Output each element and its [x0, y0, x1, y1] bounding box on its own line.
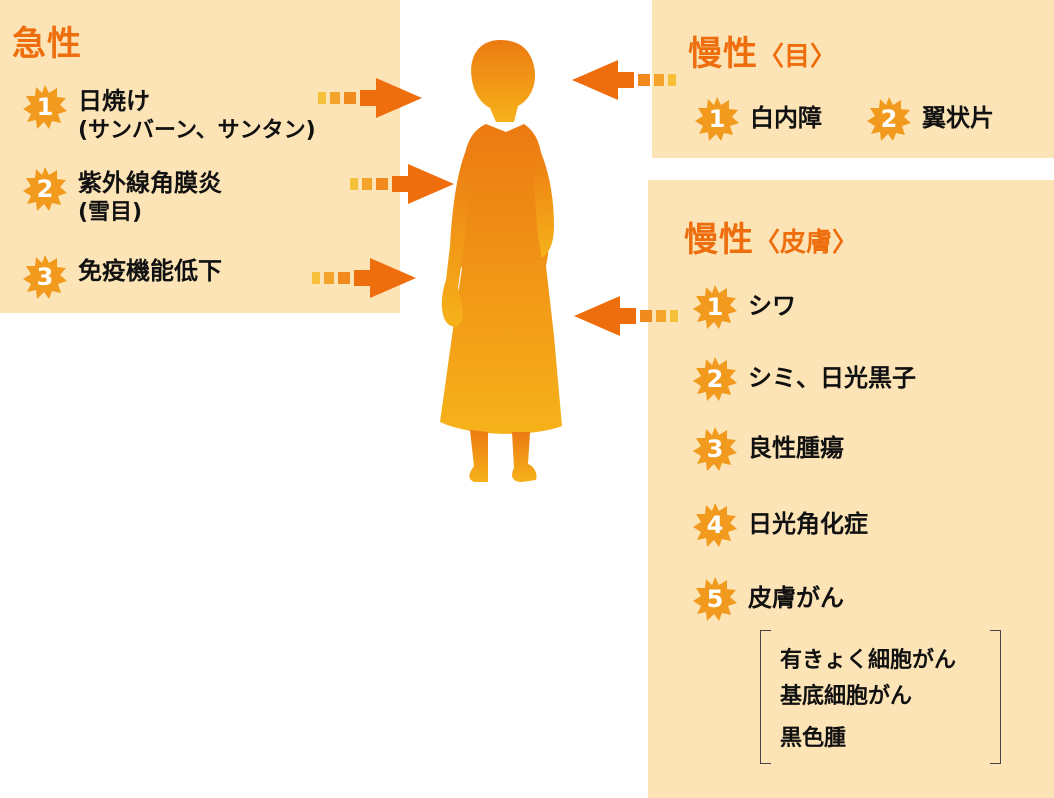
- chronic-skin-item-3-label: 良性腫瘍: [748, 434, 844, 462]
- cancer-item-1: 有きょく細胞がん: [780, 648, 957, 673]
- chronic-skin-item-2-label: シミ、日光黒子: [748, 364, 916, 392]
- chronic-skin-item-1-label: シワ: [748, 292, 796, 320]
- arrow-left-icon: [572, 60, 676, 100]
- skin-cancer-list: 有きょく細胞がん 基底細胞がん 黒色腫: [780, 642, 956, 758]
- acute-item-3: 3 免疫機能低下: [22, 254, 222, 300]
- acute-panel: [0, 0, 400, 313]
- chronic-eye-title: 慢性〈目〉: [688, 34, 837, 74]
- number-5-badge-icon: 5: [692, 576, 738, 622]
- chronic-eye-item-2: 2 翼状片: [866, 96, 994, 142]
- chronic-skin-panel: [648, 180, 1054, 798]
- acute-item-1-label: 日焼け (サンバーン、サンタン): [78, 87, 316, 143]
- number-3-badge-icon: 3: [22, 254, 68, 300]
- chronic-skin-subtitle: 〈皮膚〉: [754, 228, 859, 258]
- chronic-eye-item-2-label: 翼状片: [922, 104, 994, 132]
- cancer-item-2: 基底細胞がん: [780, 684, 913, 709]
- acute-item-2-label: 紫外線角膜炎 (雪目): [78, 169, 222, 225]
- chronic-skin-item-4: 4 日光角化症: [692, 502, 868, 548]
- chronic-eye-subtitle: 〈目〉: [758, 42, 837, 72]
- acute-item-2: 2 紫外線角膜炎 (雪目): [22, 166, 222, 228]
- number-4-badge-icon: 4: [692, 502, 738, 548]
- acute-title: 急性: [12, 24, 82, 64]
- acute-item-1: 1 日焼け (サンバーン、サンタン): [22, 84, 316, 146]
- chronic-skin-item-1: 1 シワ: [692, 284, 796, 330]
- cancer-list-left-bracket: [760, 630, 771, 764]
- acute-item-3-label: 免疫機能低下: [78, 257, 222, 285]
- number-1-badge-icon: 1: [692, 284, 738, 330]
- chronic-skin-item-3: 3 良性腫瘍: [692, 426, 844, 472]
- arrow-right-icon: [318, 78, 422, 118]
- chronic-skin-item-4-label: 日光角化症: [748, 510, 868, 538]
- number-3-badge-icon: 3: [692, 426, 738, 472]
- chronic-skin-item-2: 2 シミ、日光黒子: [692, 356, 916, 402]
- chronic-skin-item-5: 5 皮膚がん: [692, 576, 844, 622]
- chronic-eye-item-1-label: 白内障: [750, 104, 822, 132]
- chronic-skin-item-5-label: 皮膚がん: [748, 584, 844, 612]
- cancer-item-3: 黒色腫: [780, 726, 847, 751]
- woman-silhouette-icon: [440, 40, 562, 482]
- arrow-right-icon: [312, 258, 416, 298]
- number-1-badge-icon: 1: [22, 84, 68, 130]
- number-2-badge-icon: 2: [866, 96, 912, 142]
- cancer-list-right-bracket: [990, 630, 1001, 764]
- number-2-badge-icon: 2: [22, 166, 68, 212]
- arrow-left-icon: [574, 296, 678, 336]
- chronic-skin-title: 慢性〈皮膚〉: [684, 220, 859, 260]
- arrow-right-icon: [350, 164, 454, 204]
- chronic-eye-item-1: 1 白内障: [694, 96, 822, 142]
- number-2-badge-icon: 2: [692, 356, 738, 402]
- number-1-badge-icon: 1: [694, 96, 740, 142]
